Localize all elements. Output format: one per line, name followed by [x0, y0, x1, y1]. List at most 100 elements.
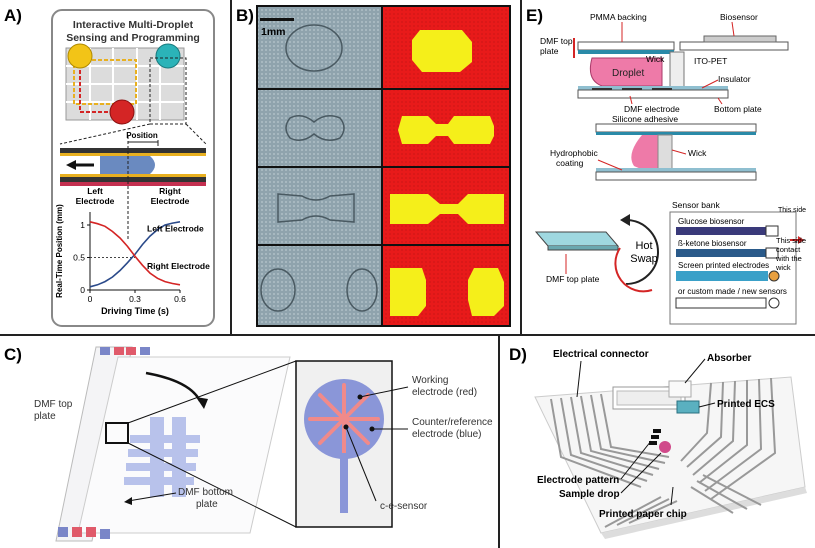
- panel-e: E) DMF top plate PMMA backing Biosensor …: [522, 0, 815, 334]
- panel-c: C) DMF top plate DMF bottom plate: [0, 337, 498, 548]
- silicone-adhesive-label: Silicone adhesive: [612, 114, 678, 124]
- sample-drop-label: Sample drop: [559, 489, 620, 500]
- chart-y-label: Real-Time Position (mm): [55, 204, 64, 298]
- yellow-droplet: [67, 43, 93, 69]
- panel-e-label: E): [526, 6, 543, 25]
- printed-ecs: [676, 400, 700, 414]
- printed-ecs-label: Printed ECS: [717, 399, 775, 410]
- glucose-biosensor-label: Glucose biosensor: [678, 217, 745, 226]
- series-label-right: Right Electrode: [147, 261, 210, 271]
- scale-bar-label: 1mm: [261, 26, 286, 38]
- counter-electrode-1: Counter/reference: [412, 417, 493, 428]
- panel-a-figure: Interactive Multi-Droplet Sensing and Pr…: [51, 9, 215, 327]
- ketone-biosensor-label: ß-ketone biosensor: [678, 239, 747, 248]
- dmf-electrode-label: DMF electrode: [624, 104, 680, 114]
- dmf-top-plate-2: plate: [540, 46, 559, 56]
- absorber-block: [668, 380, 692, 398]
- series-line-0: [89, 221, 181, 288]
- panel-a-title-2: Sensing and Programming: [66, 32, 200, 44]
- panel-a-title-1: Interactive Multi-Droplet: [73, 19, 194, 31]
- droplet-outline-4a: [260, 268, 296, 312]
- series-line-1: [89, 221, 181, 286]
- panel-a: A) Interactive Multi-Droplet Sensing and…: [0, 0, 230, 334]
- wick-label: Wick: [646, 54, 665, 64]
- custom-sensors-label: or custom made / new sensors: [678, 287, 787, 296]
- c-e-sensor-label: c-e-sensor: [380, 501, 428, 512]
- swap-label: Swap: [630, 253, 658, 265]
- droplet-outline-1: [285, 24, 343, 72]
- dmf-top-plate-1: DMF top: [540, 36, 573, 46]
- panel-a-label: A): [4, 6, 22, 25]
- y-tick-label-2: 1: [80, 220, 85, 230]
- left-electrode-label-1: Left: [87, 186, 103, 196]
- absorber-label: Absorber: [707, 353, 752, 364]
- working-electrode-2: electrode (red): [412, 387, 477, 398]
- right-electrode-label-2: Electrode: [151, 196, 190, 206]
- electrical-connector-label: Electrical connector: [553, 349, 649, 360]
- dmf-top-plate-label-2: DMF top plate: [546, 274, 600, 284]
- panel-b: B) 1mm: [232, 0, 520, 334]
- droplet-label: Droplet: [612, 68, 644, 79]
- printed-paper-chip-label: Printed paper chip: [599, 509, 687, 520]
- panel-c-label: C): [4, 345, 22, 364]
- y-tick-label-1: 0.5: [73, 253, 85, 263]
- left-electrode-label-2: Electrode: [76, 196, 115, 206]
- counter-electrode-2: electrode (blue): [412, 429, 481, 440]
- panel-d: D) Electrical connector Absorber Printed…: [501, 337, 815, 548]
- side-contact-text: This side contact with the wick: [776, 236, 806, 272]
- yellow-droplet-2: [398, 116, 494, 144]
- yellow-droplet-3: [390, 194, 504, 224]
- chart-x-label: Driving Time (s): [101, 306, 169, 316]
- yellow-droplet-4b: [468, 268, 504, 316]
- dmf-bottom-plate-1: DMF bottom: [178, 487, 233, 498]
- bottom-plate-label: Bottom plate: [714, 104, 762, 114]
- sample-drop: [659, 441, 671, 453]
- droplet-outline-2: [285, 115, 345, 141]
- panel-b-label: B): [236, 6, 254, 25]
- series-label-left: Left Electrode: [147, 224, 204, 234]
- side-contact-line-4: wick: [776, 263, 791, 272]
- divider-b-e: [520, 0, 522, 334]
- position-label: Position: [126, 131, 158, 140]
- wick-label-2: Wick: [688, 148, 707, 158]
- teal-droplet: [155, 43, 181, 69]
- side-contact-line-1: This side: [776, 236, 807, 245]
- x-tick-label-0: 0: [88, 294, 93, 304]
- divider-c-d: [498, 336, 500, 548]
- divider-a-b: [230, 0, 232, 334]
- side-contact-line-3: with the: [776, 254, 802, 263]
- dmf-top-plate-drawing: [534, 231, 620, 247]
- biosensor-label: Biosensor: [720, 12, 758, 22]
- hydrophobic-coating-2: coating: [556, 158, 584, 168]
- sensor-bank-label: Sensor bank: [672, 200, 720, 210]
- dmf-top-plate-c-2: plate: [34, 411, 56, 422]
- ito-pet-label: ITO-PET: [694, 56, 727, 66]
- x-tick-label-1: 0.3: [129, 294, 141, 304]
- divider-horizontal: [0, 334, 815, 336]
- y-tick-label-0: 0: [80, 285, 85, 295]
- panel-b-figure: 1mm: [256, 5, 511, 327]
- insulator-label: Insulator: [718, 74, 751, 84]
- side-contact-1: This side: [778, 207, 806, 214]
- side-contact-line-2: contact: [776, 245, 801, 254]
- hydrophobic-coating-1: Hydrophobic: [550, 148, 598, 158]
- pmma-backing-label: PMMA backing: [590, 12, 647, 22]
- right-electrode-label-1: Right: [159, 186, 181, 196]
- screen-printed-label: Screen printed electrodes: [678, 261, 769, 270]
- panel-e-figure: DMF top plate PMMA backing Biosensor Dro…: [534, 12, 806, 325]
- x-tick-label-2: 0.6: [174, 294, 186, 304]
- working-electrode-1: Working: [412, 375, 449, 386]
- electrode-pattern-label: Electrode pattern: [537, 475, 619, 486]
- droplet-outline-3: [277, 193, 355, 223]
- hot-label: Hot: [635, 240, 652, 252]
- dmf-top-plate-c-1: DMF top: [34, 399, 73, 410]
- droplet-outline-4b: [346, 268, 378, 312]
- dmf-bottom-plate-2: plate: [196, 499, 218, 510]
- yellow-droplet-4a: [390, 268, 426, 316]
- yellow-droplet-1: [412, 30, 472, 72]
- red-droplet: [109, 99, 135, 125]
- panel-d-label: D): [509, 345, 527, 364]
- panel-d-figure: Electrical connector Absorber Printed EC…: [534, 349, 807, 539]
- panel-c-figure: DMF top plate DMF bottom plate Working e…: [34, 346, 493, 542]
